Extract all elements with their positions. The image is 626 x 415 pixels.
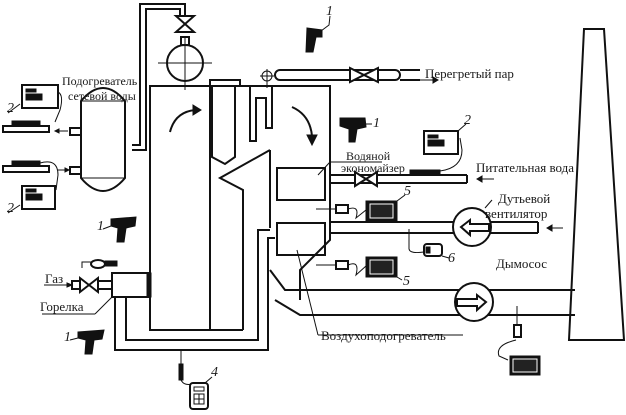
air-heater: [276, 222, 326, 256]
flowmeter-number-feed-water: 2: [464, 113, 471, 128]
pyrometer-number-top: 1: [326, 4, 333, 19]
thermometer: 4: [178, 350, 218, 410]
pyrometer-top: 1: [305, 4, 333, 53]
flowmeter-lower-left: 2: [2, 160, 59, 216]
pyrometer-number-right: 1: [373, 116, 380, 131]
burner: [42, 259, 152, 315]
gas-analyzer-upper: 5: [316, 184, 411, 222]
pressure-gauge: 6: [408, 229, 455, 266]
label-heater-line1: Подогреватель: [62, 74, 138, 88]
label-blower-fan-line1: Дутьевой: [498, 191, 550, 206]
pyrometer-bottom: 1: [64, 329, 105, 355]
smoke-exhauster: [454, 282, 494, 322]
label-economizer-line1: Водяной: [346, 149, 391, 163]
pyrometer-number-left: 1: [97, 219, 104, 234]
gas-analyzer-number-upper: 5: [404, 184, 411, 199]
air-duct: [330, 221, 563, 234]
label-superheated-steam: Перегретый пар: [425, 66, 514, 81]
flowmeter-feed-water: 2: [409, 113, 471, 176]
label-blower-fan-line2: вентилятор: [485, 206, 547, 221]
pyrometer-left: 1: [97, 216, 137, 243]
flowmeter-number-upper-left: 2: [7, 101, 14, 116]
flue-gas-arrow-up: [169, 109, 196, 133]
gas-analyzer-number-lower: 5: [403, 274, 410, 289]
drum: [132, 3, 212, 151]
blower-fan: [452, 199, 493, 247]
gas-analyzer-lower: 5: [316, 256, 410, 289]
label-feed-water: Питательная вода: [476, 160, 574, 175]
label-heater-line2: сетевой воды: [68, 89, 136, 103]
pressure-gauge-number: 6: [448, 251, 455, 266]
pyrometer-right: 1: [339, 116, 380, 143]
pyrometer-number-bottom: 1: [64, 330, 71, 345]
economizer: [276, 167, 326, 201]
superheated-steam-pipe: [260, 66, 439, 88]
flowmeter-upper-left: 2: [2, 84, 63, 133]
gas-analyzer-chimney: [497, 306, 541, 376]
label-air-heater: Воздухоподогреватель: [321, 328, 446, 343]
label-smoke-exhauster: Дымосос: [496, 256, 547, 271]
flue-gas-arrow-down: [291, 106, 313, 137]
chimney: [567, 28, 626, 341]
label-economizer-line2: экономайзер: [341, 161, 405, 175]
network-water-heater: [53, 87, 126, 192]
boiler-body: [149, 79, 331, 331]
flowmeter-number-lower-left: 2: [7, 201, 14, 216]
label-burner: Горелка: [40, 299, 84, 314]
thermometer-number: 4: [211, 365, 218, 380]
label-gas: Газ: [45, 271, 63, 286]
feed-water-pipe: [330, 170, 494, 188]
